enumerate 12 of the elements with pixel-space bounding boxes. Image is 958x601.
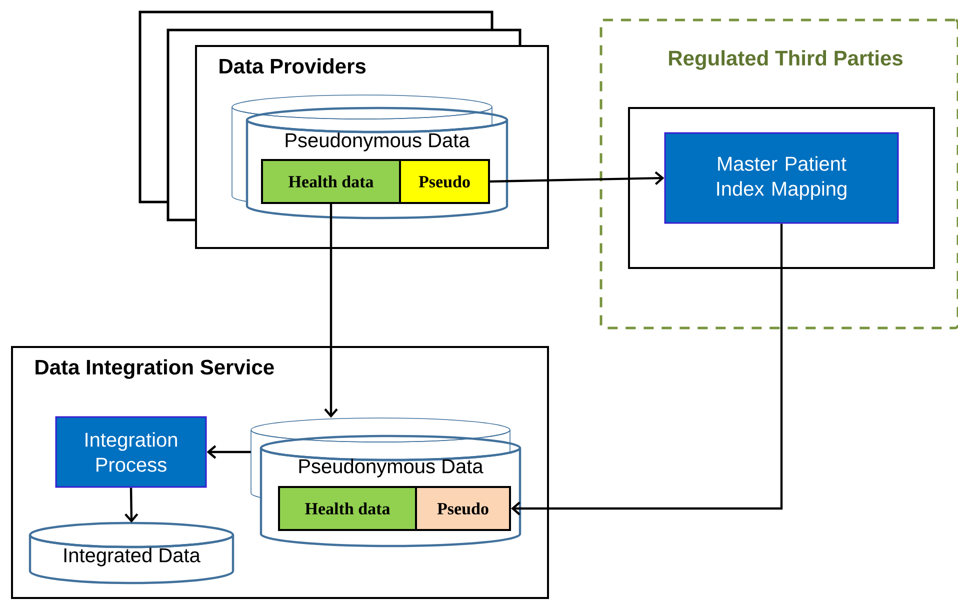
arrow — [124, 488, 138, 523]
data-field: Health data — [261, 159, 401, 204]
database-cylinder: Integrated Data — [28, 522, 234, 584]
process-box: Integration Process — [55, 416, 207, 488]
arrow — [511, 224, 783, 516]
arrow — [490, 171, 664, 185]
arrow — [324, 204, 338, 418]
data-field: Pseudo — [399, 159, 490, 204]
data-field: Health data — [278, 486, 417, 531]
arrow — [206, 445, 251, 459]
data-field: Pseudo — [415, 486, 511, 531]
process-box: Master Patient Index Mapping — [664, 132, 899, 224]
